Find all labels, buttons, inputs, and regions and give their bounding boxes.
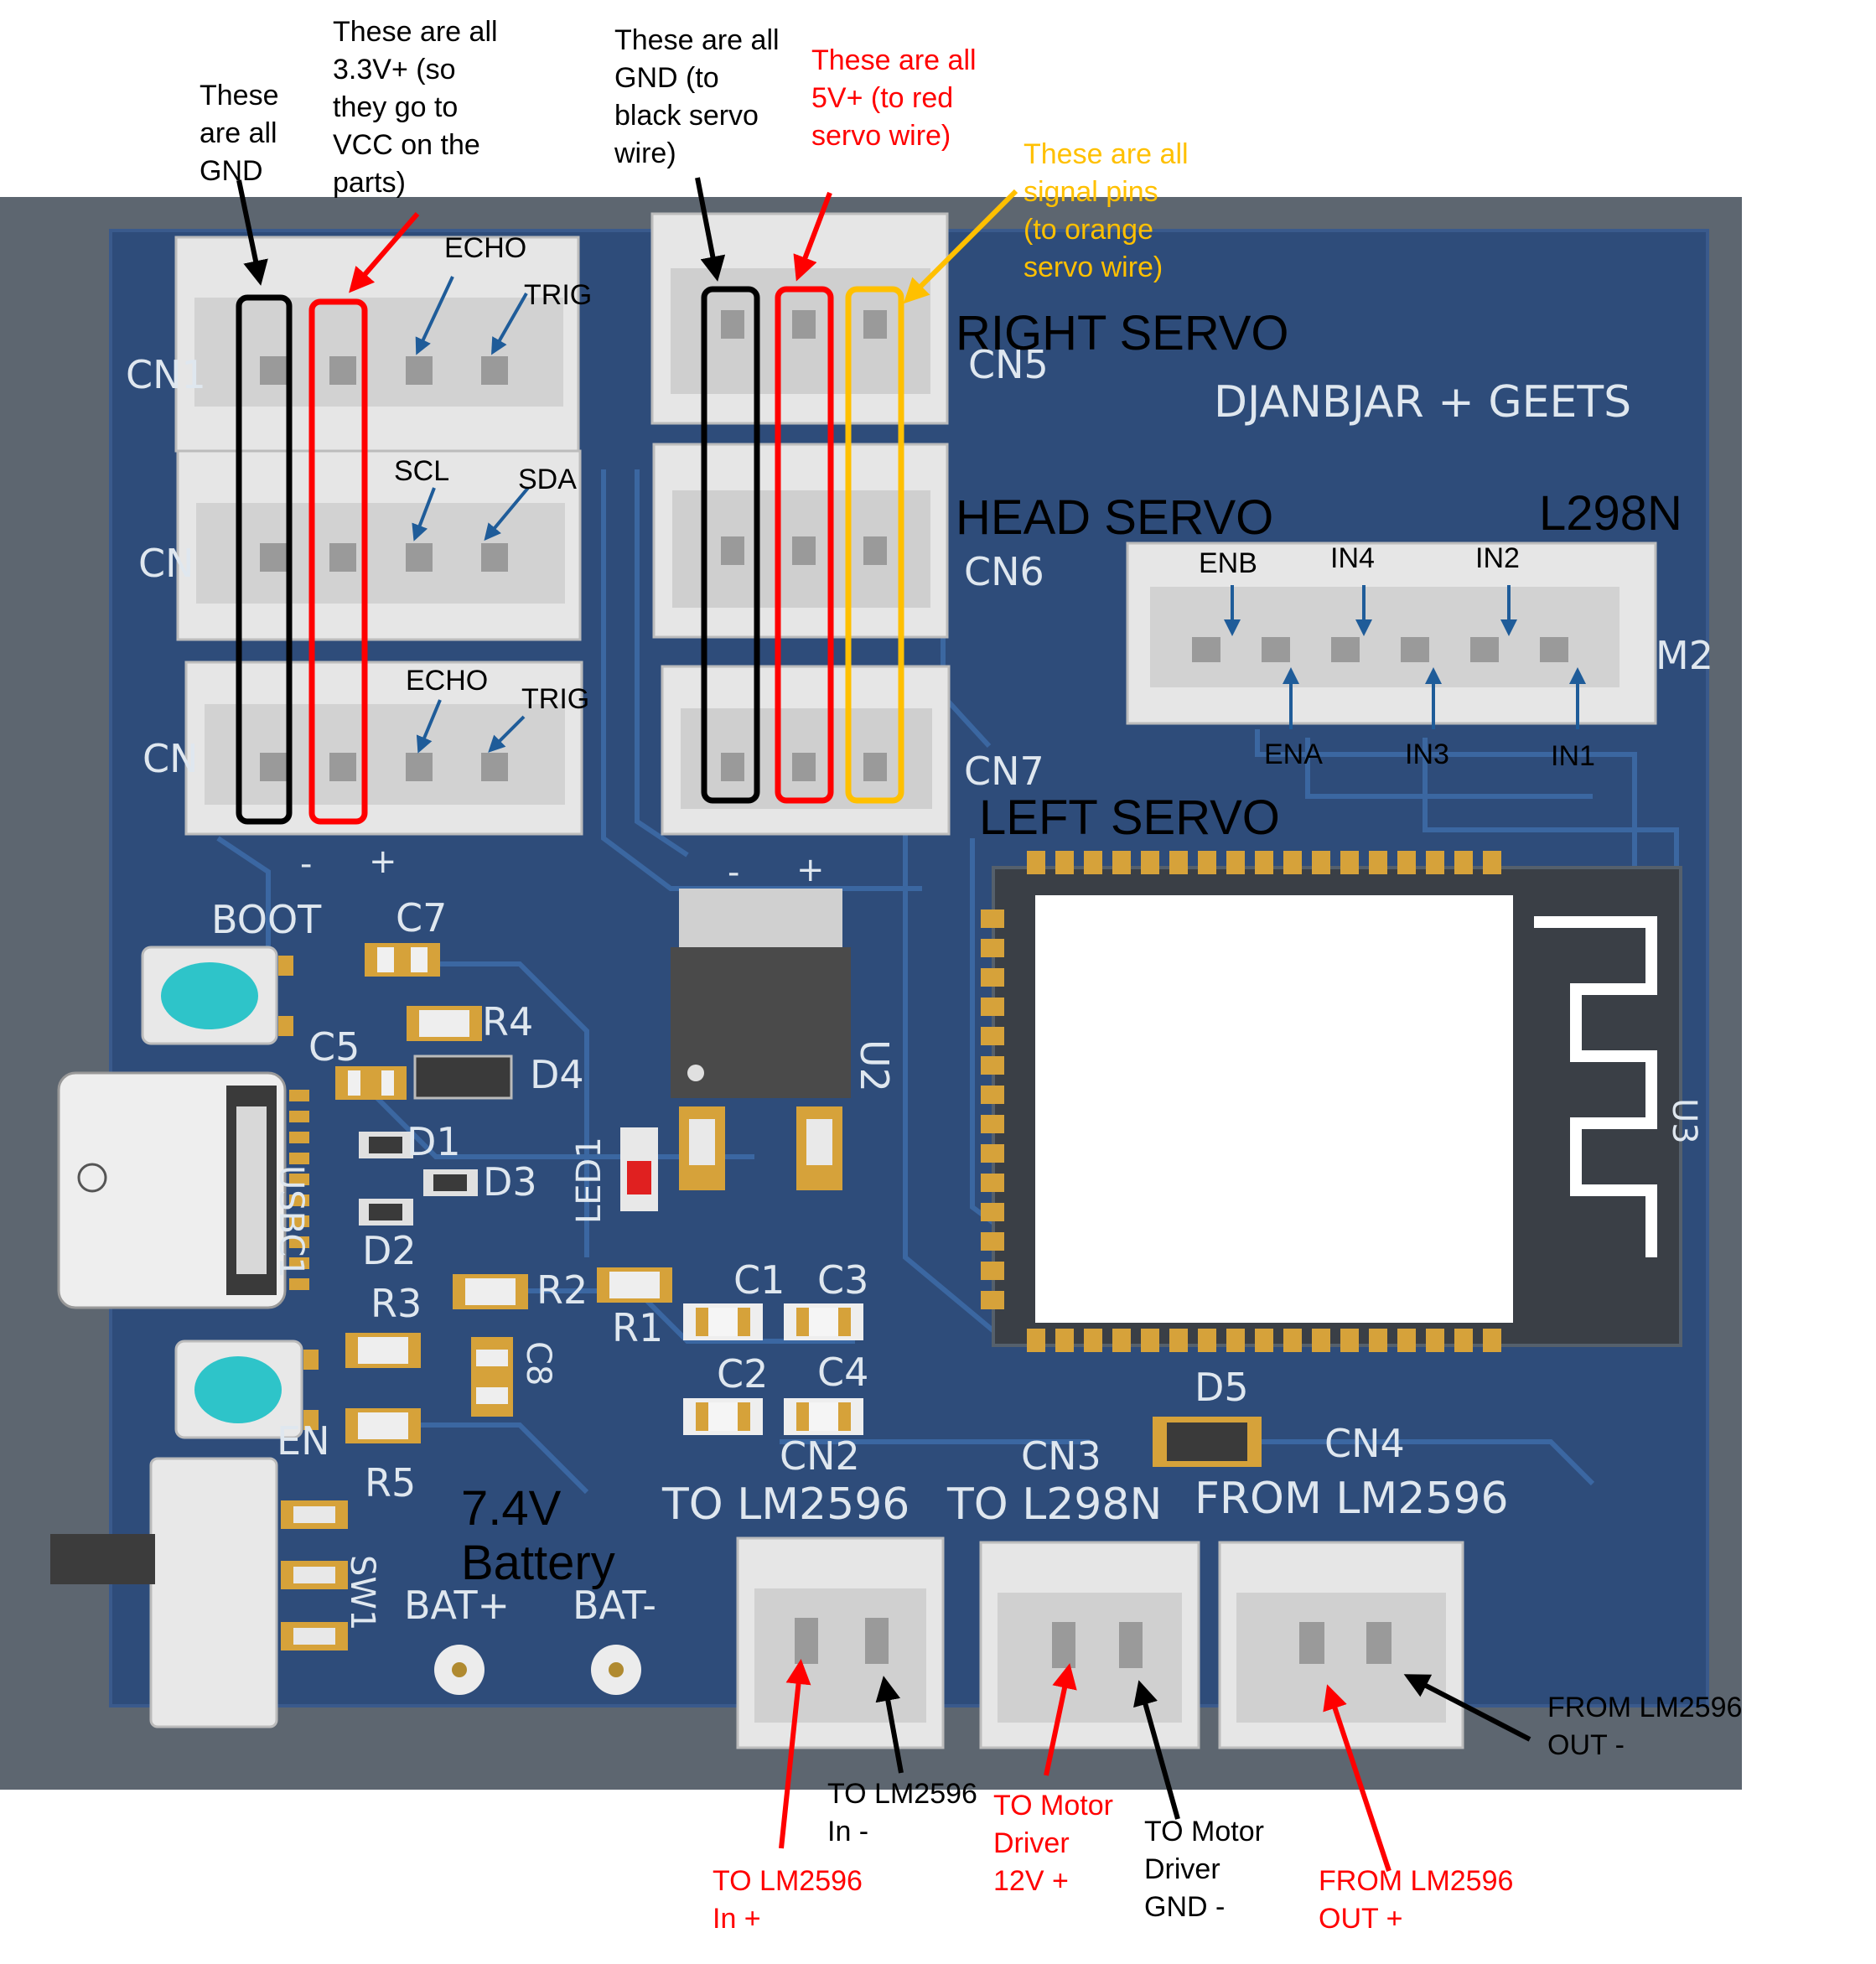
silk-r5: R5 xyxy=(365,1460,417,1505)
silk-c5: C5 xyxy=(308,1024,360,1070)
note-gnd-servo: These are all GND (to black servo wire) xyxy=(614,24,780,169)
silk-boot: BOOT xyxy=(211,897,322,942)
silk-c7: C7 xyxy=(396,895,448,941)
pin-label-echo-2: ECHO xyxy=(406,665,489,697)
label-battery: 7.4V Battery xyxy=(461,1481,615,1590)
silk-d3: D3 xyxy=(483,1159,537,1205)
silk-plus-2: + xyxy=(796,851,825,889)
pin-label-echo-1: ECHO xyxy=(444,232,527,264)
silk-c8: C8 xyxy=(519,1341,557,1386)
silk-minus-1: - xyxy=(300,845,313,884)
pin-label-in3: IN3 xyxy=(1405,738,1449,770)
pin-label-enb: ENB xyxy=(1199,547,1257,579)
silk-d1: D1 xyxy=(407,1119,461,1164)
callout-to-lm-in-minus: TO LM2596 In - xyxy=(827,1778,977,1847)
silk-m2: M2 xyxy=(1656,633,1713,678)
label-left-servo: LEFT SERVO xyxy=(979,790,1280,845)
pin-label-sda: SDA xyxy=(518,464,577,495)
silk-sw1: SW1 xyxy=(343,1555,381,1631)
silk-u3: U3 xyxy=(1665,1098,1703,1144)
silk-c4: C4 xyxy=(817,1350,869,1395)
silk-cn7: CN7 xyxy=(964,749,1044,794)
silk-cn5: CN5 xyxy=(968,342,1049,387)
silk-en: EN xyxy=(277,1418,330,1464)
callout-to-lm-in-plus: TO LM2596 In + xyxy=(713,1865,863,1935)
note-gnd-left: These are all GND xyxy=(200,80,279,187)
signal-highlight-servo xyxy=(845,286,904,804)
silk-c2: C2 xyxy=(717,1351,769,1397)
silk-d4: D4 xyxy=(530,1052,584,1097)
silk-to-l298n: TO L298N xyxy=(947,1479,1163,1530)
silk-minus-2: - xyxy=(728,853,740,892)
silk-bat-minus: BAT- xyxy=(573,1583,656,1628)
callout-to-motor-gnd: TO Motor Driver GND - xyxy=(1144,1816,1264,1923)
silk-d5: D5 xyxy=(1195,1365,1249,1410)
silk-r3: R3 xyxy=(371,1281,422,1326)
silk-r2: R2 xyxy=(536,1267,588,1313)
power-connectors xyxy=(736,1536,1464,1749)
switch-sw1 xyxy=(149,1457,278,1728)
silk-cn1: CN1 xyxy=(126,352,206,397)
note-3v3: These are all 3.3V+ (so they go to VCC o… xyxy=(333,16,498,199)
note-5v-servo: These are all 5V+ (to red servo wire) xyxy=(811,44,977,152)
v5-highlight-servo xyxy=(775,286,834,804)
v33-highlight xyxy=(308,298,368,825)
silk-usbc1: USBC1 xyxy=(272,1165,310,1278)
silk-cn3: CN3 xyxy=(1021,1433,1101,1479)
gnd-highlight-left xyxy=(236,294,293,825)
label-l298n: L298N xyxy=(1539,486,1682,541)
pin-label-in4: IN4 xyxy=(1330,542,1375,574)
module-shield xyxy=(1035,895,1513,1323)
silk-cn2: CN2 xyxy=(780,1433,860,1479)
silk-plus-1: + xyxy=(369,842,397,881)
silk-c1: C1 xyxy=(733,1257,785,1303)
pin-label-scl: SCL xyxy=(394,455,450,487)
silk-from-lm2596: FROM LM2596 xyxy=(1195,1474,1509,1524)
silk-u2: U2 xyxy=(852,1039,897,1092)
smd-parts xyxy=(335,943,1262,1467)
silk-led1: LED1 xyxy=(570,1137,609,1224)
pin-label-in1: IN1 xyxy=(1551,740,1595,772)
silk-c3: C3 xyxy=(817,1257,869,1303)
pin-label-trig-2: TRIG xyxy=(521,683,590,715)
silk-d2: D2 xyxy=(362,1228,417,1273)
callout-from-lm-out-plus: FROM LM2596 OUT + xyxy=(1319,1865,1514,1935)
note-signal-servo: These are all signal pins (to orange ser… xyxy=(1024,138,1189,283)
silk-cn6: CN6 xyxy=(964,549,1044,594)
silk-cn2-left: CN xyxy=(138,541,194,586)
silk-bat-plus: BAT+ xyxy=(404,1583,510,1628)
silk-r1: R1 xyxy=(612,1305,664,1350)
callout-to-motor-12v: TO Motor Driver 12V + xyxy=(993,1790,1113,1897)
arrows xyxy=(236,177,1531,1872)
silk-cn4: CN4 xyxy=(1324,1421,1405,1466)
pin-label-trig-1: TRIG xyxy=(524,279,593,311)
silk-brand: DJANBJAR + GEETS xyxy=(1214,377,1632,428)
antenna-trace xyxy=(1534,916,1657,1257)
pin-arrows xyxy=(412,276,1586,754)
pin-label-in2: IN2 xyxy=(1475,542,1520,574)
silk-to-lm2596: TO LM2596 xyxy=(662,1479,910,1530)
label-right-servo: RIGHT SERVO xyxy=(956,306,1289,360)
gnd-highlight-servo xyxy=(701,286,760,804)
silk-cn3-left: CN xyxy=(143,736,199,781)
pin-label-ena: ENA xyxy=(1264,738,1323,770)
callout-from-lm-out-minus: FROM LM2596 OUT - xyxy=(1547,1692,1743,1761)
silk-r4: R4 xyxy=(482,999,534,1044)
label-head-servo: HEAD SERVO xyxy=(956,490,1274,545)
